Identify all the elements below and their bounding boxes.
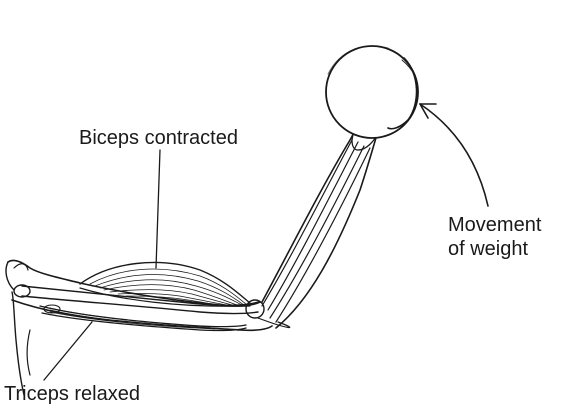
- movement-label-line2: of weight: [448, 237, 541, 261]
- triceps-label: Triceps relaxed: [4, 382, 140, 406]
- biceps-label: Biceps contracted: [79, 126, 238, 150]
- movement-label-line1: Movement: [448, 213, 541, 237]
- triceps-muscle: [40, 305, 246, 331]
- movement-arrow: [420, 104, 488, 206]
- forearm-bones: [262, 140, 370, 322]
- biceps-leader-line: [156, 150, 160, 268]
- movement-label: Movement of weight: [448, 213, 541, 261]
- biceps-muscle: [80, 262, 250, 306]
- upper-arm: [6, 260, 272, 395]
- triceps-leader-line: [44, 322, 92, 380]
